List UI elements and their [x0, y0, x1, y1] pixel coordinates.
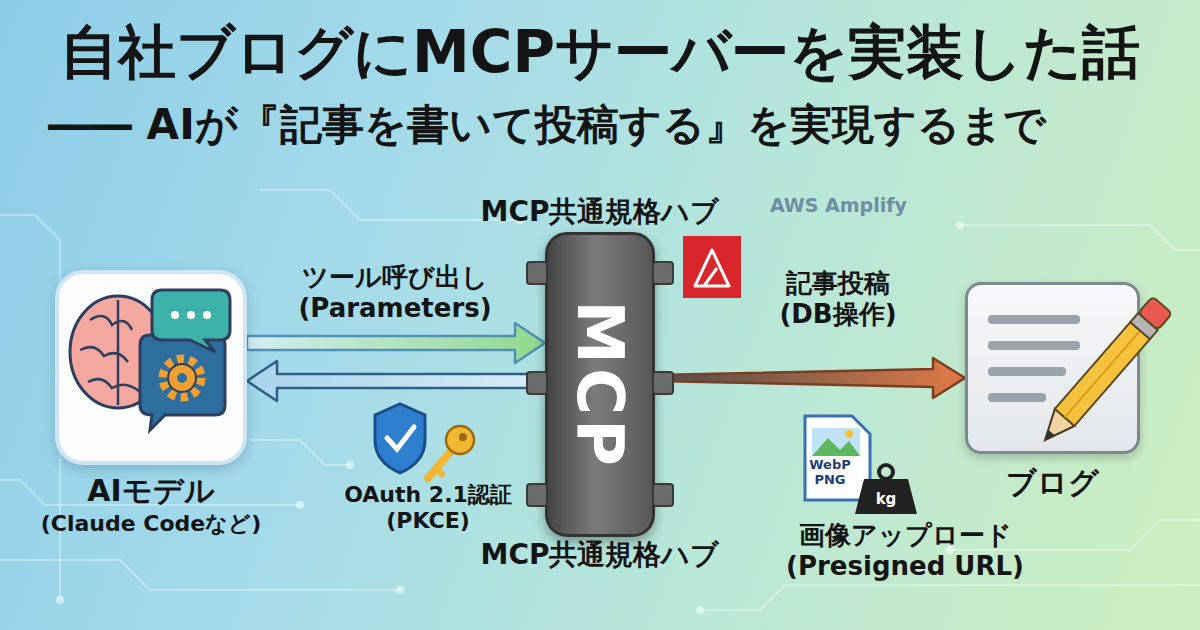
- pencil-eraser: [1138, 296, 1172, 330]
- port: [653, 262, 673, 284]
- ai-model-box: AIモデル(Claude Codeなど): [55, 270, 247, 465]
- blog-document: ブログ: [965, 282, 1140, 454]
- weight-icon: [855, 465, 917, 514]
- trace: [250, 440, 350, 465]
- amplify-logo: [683, 236, 741, 298]
- node-heading: ブログ: [1006, 465, 1099, 501]
- key-shaft: [428, 450, 452, 478]
- upload-label: 画像アップロード (Presigned URL): [745, 520, 1065, 582]
- logo-mark: [695, 250, 729, 286]
- post-arrow: [655, 358, 965, 398]
- pad: [956, 221, 964, 229]
- trace: [960, 225, 1200, 250]
- node-subheading: (Claude Codeなど): [41, 511, 262, 537]
- pad: [56, 596, 64, 604]
- circuit-traces: [0, 190, 1200, 610]
- hub-heading: MCP共通規格ハブ: [481, 538, 720, 572]
- sun: [845, 430, 853, 438]
- key-hole: [459, 433, 467, 441]
- hub-heading: MCP共通規格ハブ: [481, 195, 720, 229]
- pad: [396, 586, 404, 594]
- trace: [0, 560, 400, 590]
- weight-unit: kg: [866, 490, 906, 508]
- port: [527, 372, 547, 394]
- pad: [346, 461, 354, 469]
- check-mark: [387, 427, 414, 449]
- node-heading: AIモデル: [87, 473, 214, 509]
- key-icon: [428, 426, 474, 478]
- edge-label: 記事投稿 (DB操作): [753, 268, 923, 330]
- subtitle: ―― AIが『記事を書いて投稿する』を実現するまで: [48, 100, 1168, 150]
- title-heading: 自社ブログにMCPサーバーを実装した話: [20, 18, 1180, 88]
- port: [527, 484, 547, 506]
- edge-label: ツール呼び出し (Parameters): [270, 262, 520, 324]
- auth-label: OAuth 2.1認証 (PKCE): [328, 482, 528, 535]
- key-tooth: [436, 469, 444, 476]
- pad: [296, 501, 304, 509]
- trace: [0, 215, 60, 600]
- key-head: [446, 426, 474, 454]
- hub-name: MCP: [562, 300, 639, 470]
- mcp-hub: MCP共通規格ハブMCPMCP共通規格ハブ: [545, 232, 655, 537]
- service-name: AWS Amplify: [770, 194, 907, 217]
- shield: [375, 404, 425, 473]
- port: [527, 262, 547, 284]
- format-tag: WebP: [800, 457, 860, 473]
- response-arrow: [247, 361, 545, 401]
- mountains: [812, 438, 860, 456]
- port: [653, 484, 673, 506]
- weight-body: [855, 479, 917, 514]
- shield-icon: [375, 404, 425, 473]
- request-arrow: [247, 323, 545, 363]
- pad: [696, 606, 704, 614]
- picture: [812, 428, 860, 456]
- weight-handle: [879, 465, 893, 479]
- port: [653, 372, 673, 394]
- format-tag: PNG: [800, 472, 860, 488]
- trace: [700, 585, 1200, 610]
- logo-square: [683, 236, 741, 298]
